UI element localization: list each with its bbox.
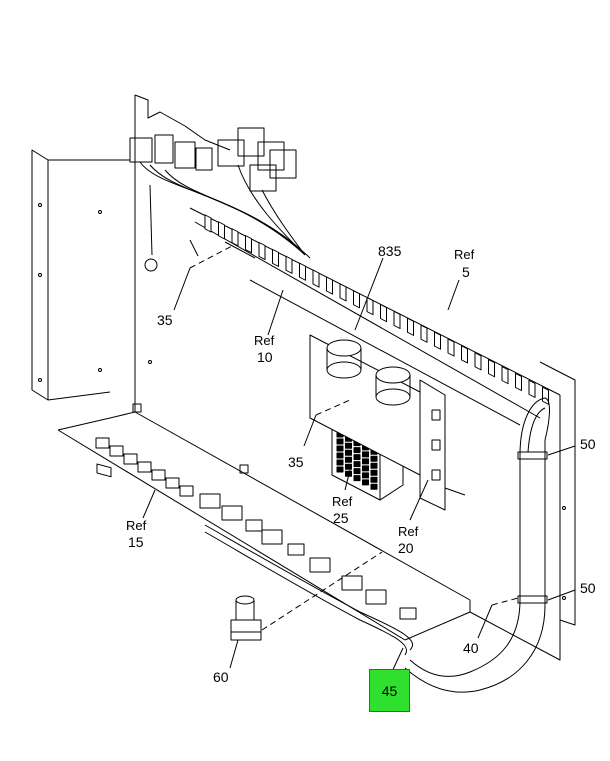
terminal-cell (353, 468, 361, 475)
comb-tooth (447, 338, 455, 357)
callout-ref20-num: 20 (398, 540, 414, 556)
terminal-cell (345, 456, 352, 463)
terminal-cell (345, 463, 352, 470)
comb-tooth (245, 235, 252, 254)
comb-tooth (218, 221, 225, 240)
callout-45-highlight[interactable]: 45 (369, 669, 410, 712)
terminal-cell (336, 459, 344, 466)
comb-tooth (515, 372, 522, 392)
comb-tooth (312, 269, 320, 288)
comb-tooth (353, 290, 360, 309)
comb-tooth (231, 228, 239, 247)
terminal-cell (336, 466, 344, 473)
terminal-cell (370, 462, 378, 469)
terminal-cell (362, 451, 369, 458)
relay-sockets (199, 493, 387, 605)
callout-ref15-num: 15 (128, 534, 144, 550)
terminal-cell (362, 472, 369, 479)
terminal-cell (353, 475, 361, 482)
terminal-cell (370, 469, 378, 476)
comb-tooth (326, 276, 333, 295)
terminal-cell (353, 461, 361, 468)
comb-tooth (420, 324, 428, 343)
terminal-cell (370, 476, 378, 483)
upper-connectors (129, 127, 311, 272)
callout-50-bottom: 50 (580, 580, 596, 596)
callout-ref5-num: 5 (462, 264, 470, 280)
comb-tooth (258, 241, 266, 261)
side-harness (404, 397, 550, 693)
breaker-module (309, 334, 466, 511)
callout-50-top: 50 (580, 436, 596, 452)
comb-tooth (542, 386, 549, 405)
terminal-cell (353, 454, 361, 461)
comb-tooth (285, 255, 293, 274)
comb-tooth (272, 248, 279, 267)
callout-ref10-num: 10 (257, 349, 273, 365)
terminal-cell (336, 445, 344, 452)
callout-ref25-num: 25 (333, 510, 349, 526)
comb-tooth (366, 297, 374, 316)
comb-tooth (528, 379, 536, 398)
part-60 (230, 595, 262, 641)
terminal-cell (362, 458, 369, 465)
terminal-cell (370, 483, 378, 490)
terminal-cell (362, 479, 369, 486)
callout-60: 60 (213, 669, 229, 685)
leader-lines (142, 245, 576, 677)
callout-ref5-ref: Ref (454, 247, 475, 262)
underside-cable (204, 524, 413, 656)
terminal-cell (336, 438, 344, 445)
callout-ref20-ref: Ref (398, 524, 419, 539)
callout-40: 40 (463, 640, 479, 656)
comb-tooth (299, 262, 306, 281)
comb-tooth (434, 331, 441, 350)
comb-tooth (380, 303, 387, 323)
callout-ref25-ref: Ref (332, 494, 353, 509)
callout-35-mid: 35 (288, 454, 304, 470)
comb-tooth (461, 345, 468, 364)
bottom-flange (57, 411, 471, 641)
comb-tooth (501, 366, 509, 385)
main-panel (132, 94, 576, 661)
left-bracket (31, 149, 130, 401)
callout-35-left: 35 (157, 312, 173, 328)
terminal-cell (345, 442, 352, 449)
terminal-cell (336, 452, 344, 459)
comb-tooth (488, 359, 495, 378)
wire-comb (189, 207, 561, 426)
callout-835: 835 (378, 243, 402, 259)
comb-tooth (407, 317, 414, 336)
terminal-cell (353, 447, 361, 454)
comb-tooth (474, 352, 482, 371)
comb-tooth (204, 214, 212, 233)
terminal-cell (370, 455, 378, 462)
flange-cutouts (96, 463, 112, 478)
terminal-cell (345, 449, 352, 456)
terminal-cell (362, 465, 369, 472)
comb-tooth (339, 283, 347, 302)
callout-ref10-ref: Ref (254, 333, 275, 348)
comb-tooth (393, 310, 401, 330)
callout-ref15-ref: Ref (126, 518, 147, 533)
